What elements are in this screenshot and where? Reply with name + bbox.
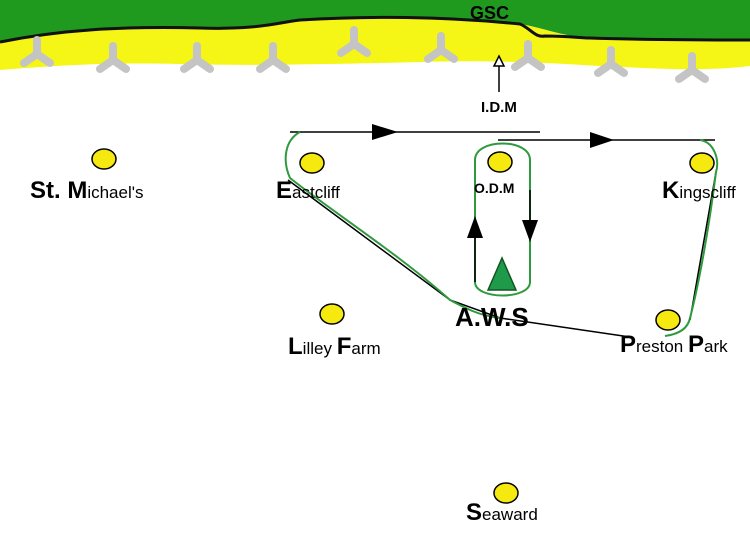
up-arrow-icon bbox=[467, 216, 483, 238]
idm-marker: I.D.M bbox=[481, 54, 517, 116]
groyne-row bbox=[20, 26, 709, 83]
place-label-kingscliff: Kingscliff bbox=[662, 177, 736, 204]
place-label-preston-park: Preston Park bbox=[620, 331, 728, 358]
place-label-aws: A.W.S bbox=[455, 302, 529, 332]
coastline-edge bbox=[0, 15, 750, 44]
groyne-icon bbox=[180, 42, 214, 73]
place-label-lilley-farm: Lilley Farm bbox=[288, 333, 381, 360]
place-marker-odm bbox=[487, 151, 513, 173]
route-arrow-icon bbox=[590, 132, 614, 148]
beach-strip bbox=[0, 17, 750, 71]
route-eastcliff-aws bbox=[287, 179, 631, 338]
route-green-kingscliff bbox=[664, 139, 719, 337]
place-markers bbox=[91, 148, 715, 504]
place-label-st-michaels: St. Michael's bbox=[30, 177, 144, 204]
place-label-seaward: Seaward bbox=[466, 499, 538, 526]
idm-arrow-icon bbox=[492, 54, 506, 67]
groyne-icon bbox=[424, 32, 458, 63]
place-marker-st-michaels bbox=[91, 148, 117, 170]
groyne-icon bbox=[594, 46, 628, 77]
place-label-eastcliff: Eastcliff bbox=[276, 177, 340, 204]
groyne-icon bbox=[511, 40, 545, 71]
route-network bbox=[284, 124, 719, 338]
groyne-icon bbox=[256, 42, 290, 73]
place-marker-preston-park bbox=[655, 309, 681, 331]
down-arrow-icon bbox=[522, 220, 538, 242]
aws-triangle-icon bbox=[486, 256, 518, 291]
idm-label: I.D.M bbox=[481, 99, 517, 116]
groyne-icon bbox=[337, 26, 371, 57]
place-label-odm: O.D.M bbox=[474, 180, 514, 196]
gsc-label: GSC bbox=[470, 3, 509, 23]
place-marker-seaward bbox=[493, 482, 519, 504]
place-labels: St. Michael's Eastcliff O.D.M Kingscliff… bbox=[30, 177, 736, 526]
groyne-icon bbox=[96, 42, 130, 73]
groyne-icon bbox=[20, 36, 54, 67]
place-marker-lilley-farm bbox=[319, 303, 345, 325]
route-green-odm-loop bbox=[474, 142, 531, 297]
place-marker-kingscliff bbox=[689, 152, 715, 174]
route-arrow-icon bbox=[372, 124, 398, 140]
route-kingscliff-preston bbox=[689, 171, 717, 321]
route-green-eastcliff bbox=[284, 131, 501, 319]
groyne-icon bbox=[675, 52, 709, 83]
land-area bbox=[0, 0, 750, 42]
place-marker-eastcliff bbox=[299, 152, 325, 174]
coastline: GSC bbox=[0, 0, 750, 71]
